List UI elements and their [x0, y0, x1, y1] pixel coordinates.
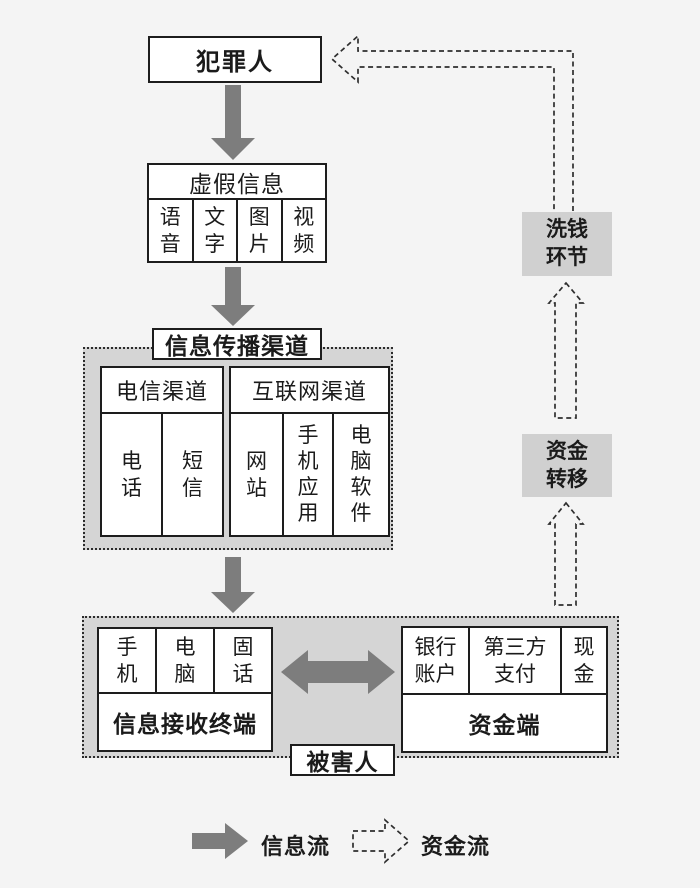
- funds-side-box: 银行账户 第三方支付 现金 资金端: [401, 626, 608, 753]
- telecom-channel-title: 电信渠道: [102, 368, 222, 414]
- info-flow-arrow-2: [211, 267, 255, 326]
- false-info-cell-voice: 语音: [159, 205, 181, 256]
- criminal-label: 犯罪人: [196, 49, 274, 76]
- internet-cell-pc-software: 电脑软件: [332, 414, 388, 535]
- terminal-funds-double-arrow: [281, 650, 395, 694]
- false-info-cell-video: 视频: [280, 200, 326, 261]
- criminal-box: 犯罪人: [148, 36, 322, 83]
- fund-flow-elbow-arrow: [330, 34, 574, 211]
- terminal-label: 信息接收终端: [113, 711, 257, 737]
- victim-box: 被害人: [290, 744, 395, 776]
- receiving-terminal-box: 手机 电脑 固话 信息接收终端: [97, 627, 273, 752]
- money-laundering-box: 洗钱环节: [522, 212, 612, 276]
- legend-info-flow-label: 信息流: [261, 834, 331, 859]
- internet-cell-mobile-app: 手机应用: [282, 414, 332, 535]
- internet-channel-cells: 网站 手机应用 电脑软件: [231, 414, 388, 535]
- info-flow-arrow-3: [211, 557, 255, 613]
- telecom-channel-box: 电信渠道 电话 短信: [100, 366, 224, 537]
- funds-cell-third-party-payment: 第三方支付: [468, 628, 560, 693]
- telecom-channel-cells: 电话 短信: [102, 414, 222, 535]
- legend-fund-flow-arrow: [352, 818, 411, 864]
- terminal-cells: 手机 电脑 固话: [99, 629, 271, 694]
- fund-flow-arrow-funds-to-transfer: [547, 501, 585, 606]
- false-info-cells: 语音 文字 图片 视频: [149, 200, 325, 261]
- internet-cell-website: 网站: [246, 449, 267, 500]
- terminal-cell-computer: 电脑: [155, 629, 213, 692]
- terminal-cell-landline: 固话: [213, 629, 271, 692]
- false-info-title: 虚假信息: [149, 165, 325, 200]
- funds-cell-cash: 现金: [560, 628, 606, 693]
- fund-flow-arrow-transfer-to-laundering: [547, 281, 585, 419]
- telecom-cell-phone: 电话: [121, 449, 142, 500]
- internet-channel-box: 互联网渠道 网站 手机应用 电脑软件: [229, 366, 390, 537]
- false-info-cell-text: 文字: [191, 200, 237, 261]
- funds-label: 资金端: [468, 712, 541, 738]
- terminal-cell-mobile: 手机: [116, 635, 138, 686]
- fund-transfer-box: 资金转移: [522, 434, 612, 497]
- funds-cell-bank-account: 银行账户: [414, 635, 457, 686]
- internet-channel-title: 互联网渠道: [231, 368, 388, 414]
- false-info-box: 虚假信息 语音 文字 图片 视频: [147, 163, 327, 263]
- channels-title-box: 信息传播渠道: [152, 328, 322, 360]
- false-info-cell-image: 图片: [236, 200, 281, 261]
- legend-fund-flow-label: 资金流: [421, 834, 491, 859]
- telecom-cell-sms: 短信: [161, 414, 222, 535]
- legend-info-flow-arrow: [192, 823, 248, 859]
- info-flow-arrow-1: [211, 85, 255, 160]
- funds-cells: 银行账户 第三方支付 现金: [403, 628, 606, 695]
